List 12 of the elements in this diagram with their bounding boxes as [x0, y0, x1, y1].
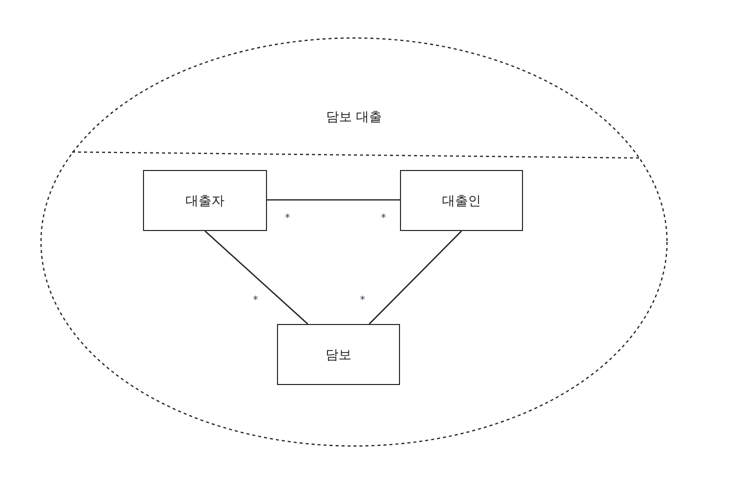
multiplicity-label: * [253, 296, 258, 306]
class-box: 대출인 [400, 170, 523, 231]
collaboration-ellipse [40, 37, 668, 447]
multiplicity-label: * [285, 214, 290, 224]
class-box: 대출자 [143, 170, 267, 231]
association-line [267, 199, 400, 201]
association-line [368, 230, 462, 324]
multiplicity-label: * [360, 296, 365, 306]
ellipse-title: 담보 대출 [324, 109, 384, 126]
multiplicity-label: * [381, 214, 386, 224]
class-box: 담보 [277, 324, 400, 385]
association-line [204, 230, 308, 324]
